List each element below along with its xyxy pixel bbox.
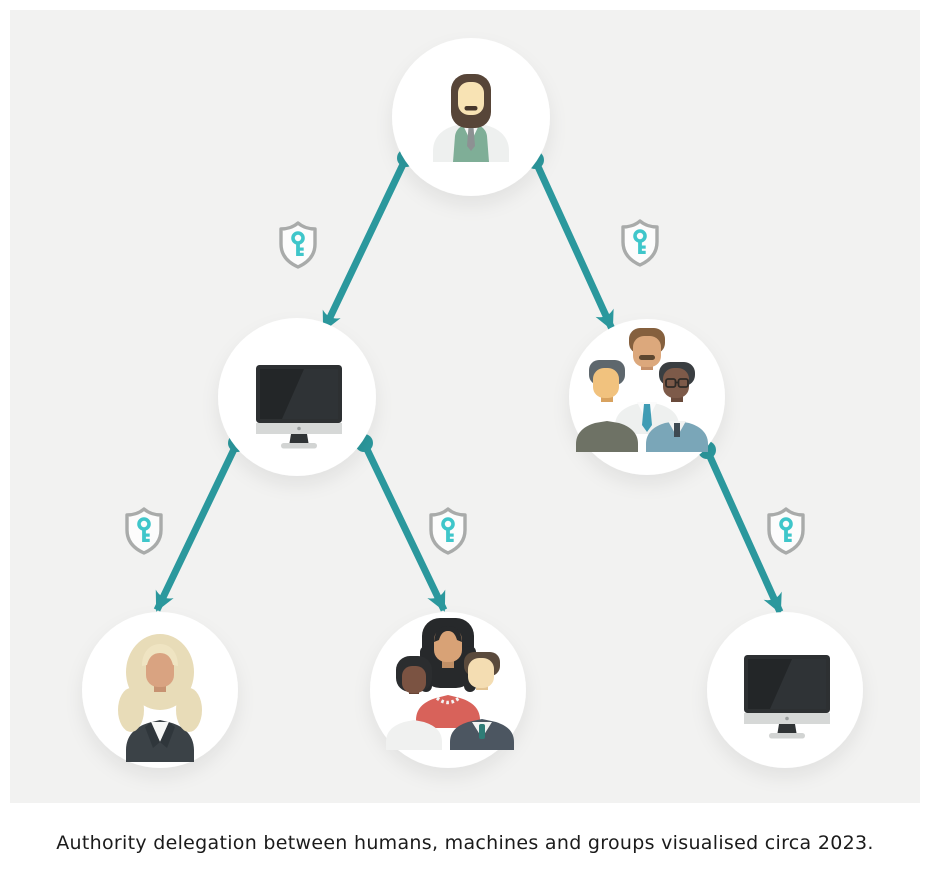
key-shield-icon (125, 507, 163, 555)
arrow-root-to-group-right (531, 158, 616, 331)
key-shield-icon (621, 219, 659, 267)
key-shield-icon (767, 507, 805, 555)
diagram-panel (10, 10, 920, 803)
man-with-teal-tie (450, 652, 514, 750)
arrow-machine-to-group-bottom (360, 441, 448, 612)
man-with-glasses (646, 362, 708, 452)
woman-with-bob (386, 656, 442, 750)
key-shield-icon (279, 221, 317, 269)
diagram-caption: Authority delegation between humans, mac… (56, 832, 874, 854)
arrow-root-to-machine-left (320, 156, 410, 332)
key-shield-icon (429, 507, 467, 555)
blonde-woman-avatar (118, 634, 202, 762)
delegation-arrows (153, 149, 784, 614)
arrow-group-to-machine-bottom (703, 448, 784, 614)
gray-haired-man (576, 360, 638, 452)
arrow-machine-to-woman (153, 441, 241, 612)
mixed-group-avatar (386, 618, 514, 750)
three-men-group-avatar (576, 328, 708, 452)
bearded-man-avatar (433, 74, 509, 162)
delegation-tree-diagram (82, 38, 863, 768)
